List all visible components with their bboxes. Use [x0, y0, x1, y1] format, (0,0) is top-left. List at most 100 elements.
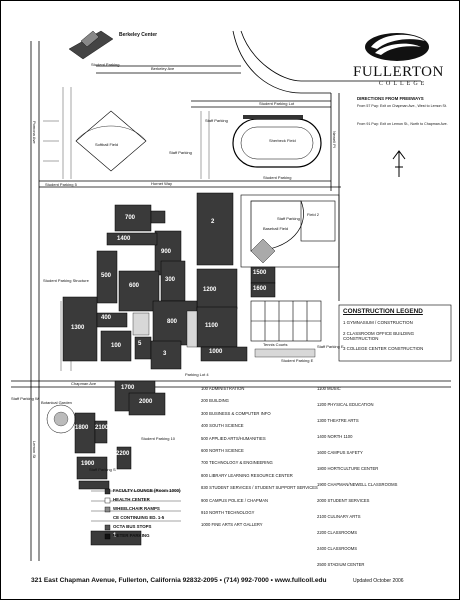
- buildings-list-left: 100 ADMINISTRATION 200 BUILDING 300 BUSI…: [201, 386, 318, 536]
- legend-health-center: HEALTH CENTER: [113, 497, 150, 502]
- building-900: 900: [161, 249, 172, 255]
- legend-faculty-lounge: FACULTY LOUNGE (Room 1000): [113, 488, 181, 493]
- walkways: [132, 310, 316, 358]
- legend-meter-parking: METER PARKING: [113, 533, 150, 538]
- building-2100: 2100: [95, 425, 109, 431]
- construction-item-2: 2 CLASSROOM OFFICE BUILDING CONSTRUCTION: [343, 331, 414, 342]
- building-1100: 1100: [205, 323, 219, 329]
- student-parking-e-label: Student Parking E: [281, 358, 314, 363]
- list-item: 2500 STADIUM CENTER: [317, 562, 365, 567]
- construction-legend-box: [338, 304, 452, 362]
- list-item: 800 LIBRARY LEARNING RESOURCE CENTER: [201, 472, 293, 478]
- list-item: 830 STUDENT SERVICES / STUDENT SUPPORT S…: [201, 485, 318, 491]
- building-2: 2: [211, 219, 215, 225]
- student-parking-mid-label: Student Parking: [263, 175, 292, 180]
- building-1300: 1300: [71, 325, 85, 331]
- list-item: 1200 PHYSICAL EDUCATION: [317, 402, 374, 407]
- building-1000: 1000: [209, 349, 223, 355]
- list-item: 1100 MUSIC: [317, 386, 341, 391]
- building-500: 500: [101, 273, 112, 279]
- student-parking-lot10-label: Student Parking 10: [141, 436, 176, 441]
- berkeley-center-mark: [68, 30, 114, 60]
- building-1500: 1500: [253, 270, 267, 276]
- logo-word: FULLERTON: [353, 64, 444, 80]
- building-800: 800: [167, 319, 178, 325]
- staff-parking-a-label: Staff Parking: [205, 118, 228, 123]
- field-2-label: Field 2: [307, 212, 320, 217]
- college-logo-mark: [365, 33, 429, 61]
- construction-item-1: 1 GYMNASIUM / CONSTRUCTION: [343, 320, 413, 325]
- list-item: 1800 HORTICULTURE CENTER: [317, 466, 379, 471]
- building-5: 5: [138, 341, 142, 347]
- staff-parking-e-label: Staff Parking E: [317, 344, 344, 349]
- legend-bus-stops: OCTA BUS STOPS: [113, 524, 152, 529]
- list-item: 910 NORTH TECHNOLOGY: [201, 509, 255, 515]
- tennis-courts-mark: [250, 300, 322, 342]
- building-1200: 1200: [203, 287, 217, 293]
- parking-lot4-label: Parking Lot 4: [185, 372, 209, 377]
- list-item: 1900 CHAPMAN/NEWELL CLASSROOMS: [317, 482, 398, 487]
- legend-symbols: [104, 488, 111, 540]
- list-item: 2000 STUDENT SERVICES: [317, 498, 370, 503]
- student-parking-lot5-label: Student Parking 5: [45, 182, 77, 187]
- directions-line-1: From 57 Fwy: Exit on Chapman Ave., West …: [357, 104, 447, 108]
- list-item: 1300 THEATRE ARTS: [317, 418, 359, 423]
- quad-circle: [46, 404, 76, 434]
- list-item: 200 BUILDING: [201, 398, 229, 404]
- construction-item-3: 3 COLLEGE CENTER CONSTRUCTION: [343, 346, 424, 351]
- building-1600: 1600: [253, 286, 267, 292]
- list-item: 700 TECHNOLOGY & ENGINEERING: [201, 460, 273, 466]
- list-item: 1400 NORTH 1100: [317, 434, 353, 439]
- building-700: 700: [125, 215, 136, 221]
- building-1700: 1700: [121, 385, 135, 391]
- list-item: 500 APPLIED ARTS/HUMANITIES: [201, 435, 266, 441]
- building-600: 600: [129, 283, 140, 289]
- baseball-label: Baseball Field: [263, 226, 289, 231]
- list-item: 2100 CULINARY ARTS: [317, 514, 361, 519]
- field-2-mark: [300, 200, 336, 242]
- garden-label: Botanical Garden: [41, 400, 72, 405]
- list-item: 400 SOUTH SCIENCE: [201, 423, 244, 429]
- legend-wheelchair-ramps: WHEELCHAIR RAMPS: [113, 506, 160, 511]
- building-2000: 2000: [139, 399, 153, 405]
- list-item: 300 BUSINESS & COMPUTER INFO: [201, 410, 271, 416]
- buildings: [62, 192, 276, 546]
- buildings-list-right: 1100 MUSIC 1200 PHYSICAL EDUCATION 1300 …: [317, 386, 398, 579]
- list-item: 900 CAMPUS POLICE / CHAPMAN: [201, 497, 269, 503]
- north-arrow: [392, 150, 406, 177]
- berkeley-center-label: Berkeley Center: [119, 32, 158, 38]
- building-1900: 1900: [81, 461, 95, 467]
- street-newell: Newell Pl: [332, 131, 337, 148]
- building-1400: 1400: [117, 236, 131, 242]
- building-2200: 2200: [116, 451, 130, 457]
- building-300: 300: [165, 277, 176, 283]
- softball-field-mark: [75, 110, 147, 172]
- updated-date: Updated October 2006: [353, 578, 404, 584]
- street-pomona: Pomona Ave: [32, 121, 37, 144]
- directions-line-2: From 91 Fwy: Exit on Lemon St., North to…: [357, 122, 448, 126]
- student-parking-top-label: Student Parking: [91, 62, 120, 67]
- street-chapman: Chapman Ave: [71, 381, 97, 386]
- logo-sub: COLLEGE: [379, 81, 428, 87]
- tennis-label: Tennis Courts: [263, 342, 288, 347]
- building-1800: 1800: [75, 425, 89, 431]
- construction-legend-title: CONSTRUCTION LEGEND: [343, 308, 423, 315]
- stadium-track-mark: [232, 118, 322, 168]
- building-1: 1: [113, 533, 117, 539]
- list-item: 2400 CLASSROOMS: [317, 546, 358, 551]
- building-100: 100: [111, 343, 122, 349]
- legend-continuing-ed: CE CONTINUING ED. 1-5: [113, 515, 165, 520]
- staff-parking-sw-label: Staff Parking W: [11, 396, 39, 401]
- softball-label: Softball Field: [95, 142, 119, 147]
- staff-parking-south-label: Staff Parking S: [89, 467, 116, 472]
- directions-heading: DIRECTIONS FROM FREEWAYS: [357, 96, 424, 101]
- list-item: 1600 CAMPUS SAFETY: [317, 450, 363, 455]
- list-item: 100 ADMINISTRATION: [201, 386, 245, 391]
- footer-address: 321 East Chapman Avenue, Fullerton, Cali…: [31, 577, 327, 584]
- street-berkeley: Berkeley Ave: [151, 66, 175, 71]
- building-400: 400: [101, 315, 112, 321]
- pool-lot-label: Staff Parking: [277, 216, 300, 221]
- list-item: 2200 CLASSROOMS: [317, 530, 358, 535]
